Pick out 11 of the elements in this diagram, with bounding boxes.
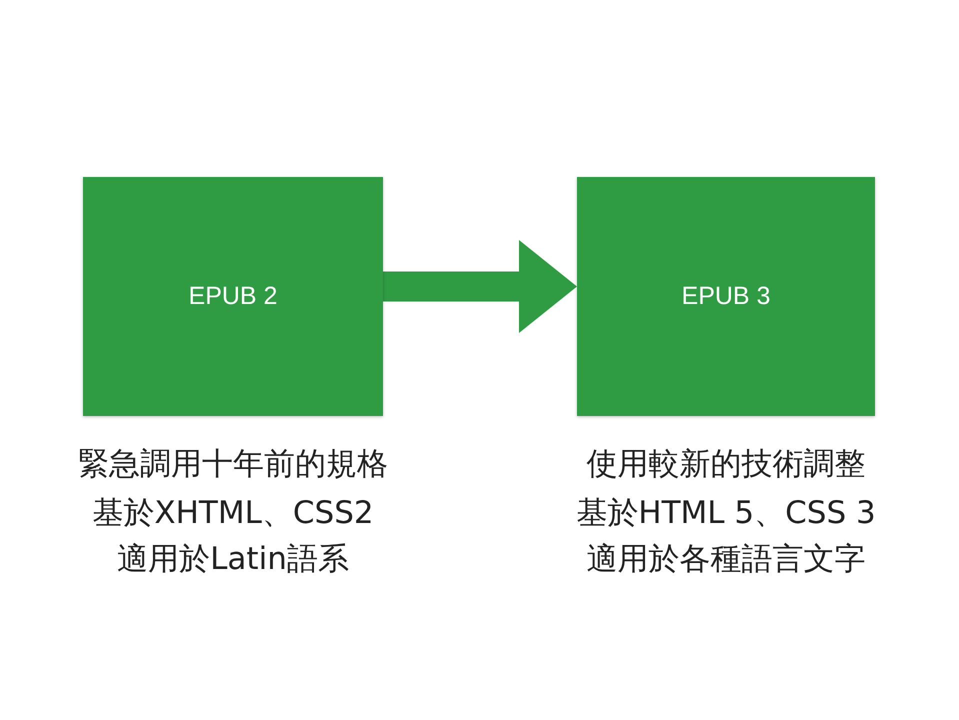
process-box: [83, 177, 383, 416]
description-text: 基於HTML 5、CSS 3: [575, 498, 877, 529]
box-label: EPUB 2: [188, 282, 278, 311]
description-text: 使用較新的技術調整: [586, 449, 866, 480]
description-text: 適用於各種語言文字: [586, 544, 866, 575]
description-text: 基於XHTML、CSS2: [91, 498, 375, 529]
process-box: [577, 177, 875, 416]
description-text: 適用於Latin語系: [116, 544, 350, 575]
block-arrow: [383, 240, 577, 333]
description-text: 緊急調用十年前的規格: [77, 449, 389, 480]
box-label: EPUB 3: [682, 282, 770, 311]
